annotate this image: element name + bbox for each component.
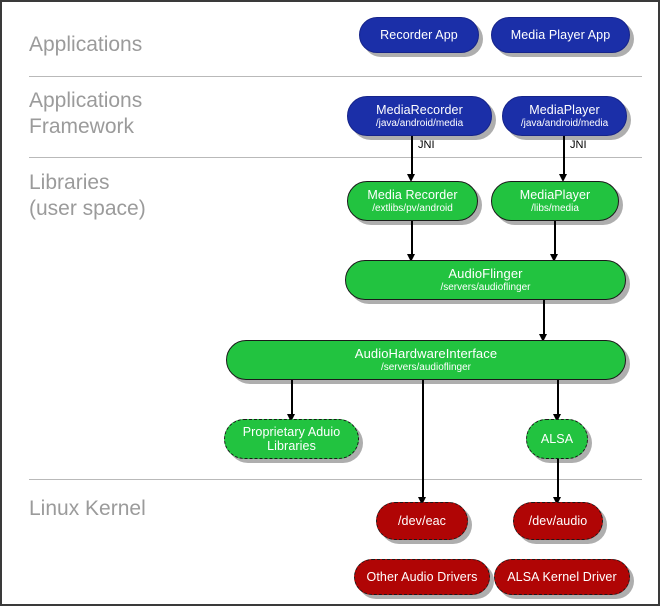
arrowhead-mediarecorder-jni	[407, 174, 415, 182]
divider-applications	[29, 76, 642, 77]
arrowhead-ahi-to-alsa	[553, 414, 561, 422]
connector-media-recorder-to-audioflinger	[411, 221, 413, 258]
node-alsa[interactable]: ALSA	[526, 419, 588, 459]
node-dev-audio-title: /dev/audio	[528, 514, 588, 528]
edge-label-jni-right: JNI	[570, 139, 587, 151]
node-media-player-app-title: Media Player App	[510, 28, 611, 42]
node-media-player-app[interactable]: Media Player App	[491, 17, 630, 53]
arrowhead-alsa-to-dev-audio	[553, 497, 561, 505]
node-dev-eac[interactable]: /dev/eac	[376, 502, 468, 540]
node-audiohardwareinterface[interactable]: AudioHardwareInterface /servers/audiofli…	[226, 340, 626, 380]
connector-mediarecorder-jni	[411, 136, 413, 176]
layer-label-linux-kernel: Linux Kernel	[29, 497, 146, 520]
node-alsa-kernel-driver[interactable]: ALSA Kernel Driver	[494, 559, 630, 595]
connector-mediaplayer-jni	[563, 136, 565, 176]
node-media-recorder-library-title: Media Recorder	[367, 187, 458, 202]
node-mediaplayer-library-path: /libs/media	[531, 202, 579, 214]
node-other-audio-drivers-title: Other Audio Drivers	[366, 570, 478, 584]
node-recorder-app[interactable]: Recorder App	[359, 17, 479, 53]
node-audioflinger-path: /servers/audioflinger	[440, 282, 531, 294]
node-dev-eac-title: /dev/eac	[397, 514, 447, 528]
node-audioflinger-title: AudioFlinger	[448, 265, 523, 281]
node-alsa-title: ALSA	[540, 432, 574, 446]
node-proprietary-audio-libraries-title: Proprietary Aduio	[242, 425, 341, 439]
layer-label-libraries: Libraries (user space)	[29, 171, 146, 220]
node-proprietary-audio-libraries-subtitle: Libraries	[267, 439, 316, 453]
node-mediaplayer-framework-path: /java/android/media	[520, 117, 609, 129]
node-audioflinger[interactable]: AudioFlinger /servers/audioflinger	[345, 260, 626, 300]
layer-label-applications: Applications	[29, 33, 143, 56]
divider-libraries	[29, 479, 642, 480]
node-mediarecorder-framework-path: /java/android/media	[375, 117, 464, 129]
arrowhead-audioflinger-to-audiohardwareinterface	[539, 334, 547, 342]
node-dev-audio[interactable]: /dev/audio	[513, 502, 603, 540]
node-recorder-app-title: Recorder App	[380, 28, 458, 42]
edge-label-jni-left: JNI	[418, 139, 435, 151]
divider-applications-framework	[29, 157, 642, 158]
node-audiohardwareinterface-path: /servers/audioflinger	[380, 362, 472, 374]
node-mediarecorder-framework-title: MediaRecorder	[376, 102, 463, 117]
node-media-recorder-library[interactable]: Media Recorder /extlibs/pv/android	[347, 181, 478, 221]
node-alsa-kernel-driver-title: ALSA Kernel Driver	[507, 570, 617, 584]
node-mediaplayer-framework-title: MediaPlayer	[529, 102, 600, 117]
node-mediaplayer-framework[interactable]: MediaPlayer /java/android/media	[502, 96, 627, 136]
arrowhead-ahi-to-dev-eac	[418, 497, 426, 505]
connector-audioflinger-to-audiohardwareinterface	[543, 300, 545, 338]
node-audiohardwareinterface-title: AudioHardwareInterface	[354, 345, 498, 361]
connector-ahi-to-alsa	[557, 380, 559, 418]
connector-ahi-to-dev-eac	[422, 380, 424, 501]
arrowhead-ahi-to-proprietary-audio-libs	[287, 414, 295, 422]
node-other-audio-drivers[interactable]: Other Audio Drivers	[354, 559, 490, 595]
connector-mediaplayer-to-audioflinger	[554, 221, 556, 258]
connector-ahi-to-proprietary-audio-libs	[291, 380, 293, 418]
connector-alsa-to-dev-audio	[557, 459, 559, 501]
layer-label-applications-framework: Applications Framework	[29, 89, 143, 138]
arrowhead-media-recorder-to-audioflinger	[407, 254, 415, 262]
arrowhead-mediaplayer-jni	[559, 174, 567, 182]
node-mediaplayer-library-title: MediaPlayer	[519, 187, 591, 202]
node-mediaplayer-library[interactable]: MediaPlayer /libs/media	[491, 181, 619, 221]
node-mediarecorder-framework[interactable]: MediaRecorder /java/android/media	[347, 96, 492, 136]
arrowhead-mediaplayer-to-audioflinger	[550, 254, 558, 262]
node-proprietary-audio-libraries[interactable]: Proprietary Aduio Libraries	[224, 419, 359, 459]
node-media-recorder-library-path: /extlibs/pv/android	[372, 202, 453, 214]
